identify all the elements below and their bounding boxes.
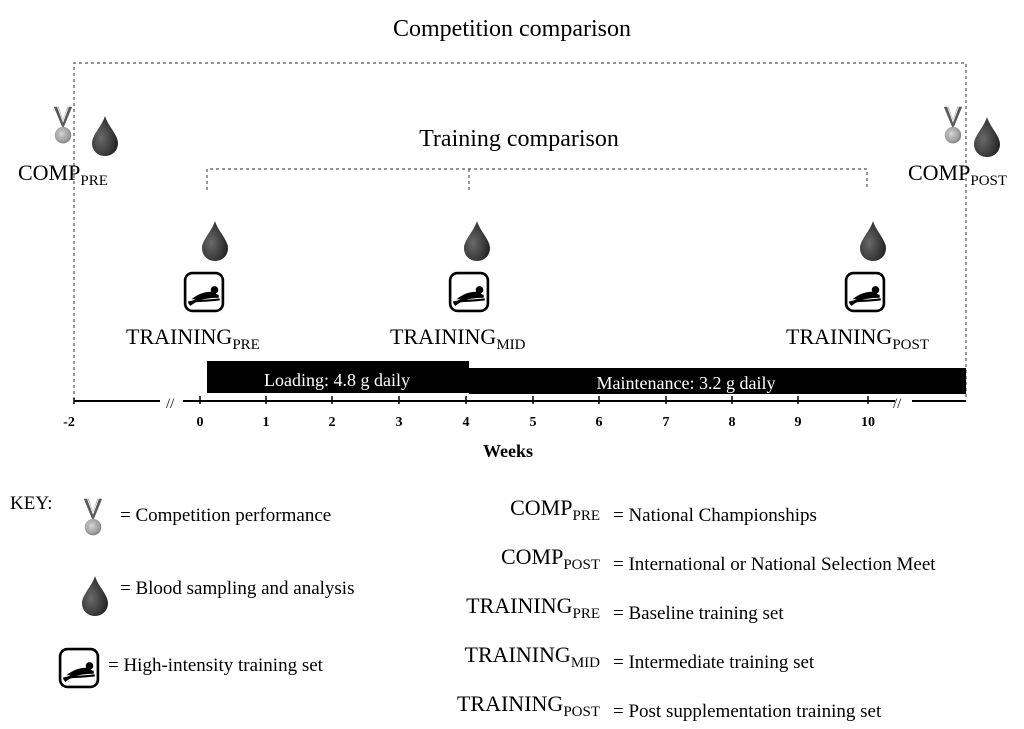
tick-label: 9 [795, 415, 802, 430]
comp-pre-label: COMPPRE [18, 160, 108, 189]
training-post-blood-drop-icon [860, 221, 886, 261]
definition-term: TRAININGPOST [457, 691, 600, 720]
definition-term: COMPPRE [510, 495, 600, 524]
tick-label: 7 [663, 415, 670, 430]
definitions-list: COMPPRE = National Championships COMPPOS… [457, 495, 936, 722]
competition-bracket [73, 62, 967, 400]
key-item-label: = Blood sampling and analysis [120, 578, 354, 599]
key-blood-drop-icon [82, 576, 108, 616]
key-swimmer-icon [58, 647, 100, 689]
tick-label: 1 [263, 415, 270, 430]
comp-post-medal-icon [943, 106, 963, 144]
tick-label: 4 [463, 415, 470, 430]
training-comparison-title: Training comparison [419, 126, 619, 152]
training-mid-blood-drop-icon [464, 221, 490, 261]
training-mid-label: TRAININGMID [390, 324, 526, 353]
axis-tick-labels: -2 0 1 2 3 4 5 6 7 8 9 10 [63, 415, 875, 430]
training-mid-swimmer-icon [448, 271, 490, 313]
key-item-label: = High-intensity training set [108, 655, 324, 676]
maintenance-bar-label: Maintenance: 3.2 g daily [597, 373, 776, 393]
definition-text: = Baseline training set [613, 603, 784, 624]
key-medal-icon [83, 498, 103, 536]
tick-label: -2 [63, 415, 75, 430]
loading-bar [207, 361, 469, 393]
definition-term: COMPPOST [501, 544, 600, 573]
tick-label: 8 [729, 415, 736, 430]
tick-label: 3 [396, 415, 403, 430]
tick-label: 10 [861, 415, 875, 430]
training-pre-blood-drop-icon [202, 221, 228, 261]
comp-post-label: COMPPOST [908, 160, 1007, 189]
definition-text: = International or National Selection Me… [613, 554, 936, 575]
axis-break-right: // [893, 396, 902, 412]
tick-label: 2 [329, 415, 336, 430]
maintenance-bar [469, 368, 966, 394]
definition-term: TRAININGPRE [466, 593, 600, 622]
comp-pre-blood-drop-icon [92, 116, 118, 156]
loading-bar-label: Loading: 4.8 g daily [264, 370, 410, 390]
training-post-swimmer-icon [844, 271, 886, 313]
definition-text: = Intermediate training set [613, 652, 815, 673]
key-item-label: = Competition performance [120, 505, 331, 526]
definition-text: = Post supplementation training set [613, 701, 882, 722]
definition-term: TRAININGMID [465, 642, 601, 671]
tick-label: 6 [596, 415, 603, 430]
training-post-label: TRAININGPOST [786, 324, 929, 353]
axis-break-left: // [166, 396, 175, 412]
training-pre-swimmer-icon [183, 271, 225, 313]
axis-tick-marks [73, 396, 869, 404]
comp-pre-medal-icon [53, 106, 73, 144]
diagram-title: Competition comparison [393, 16, 631, 42]
tick-label: 5 [530, 415, 537, 430]
tick-label: 0 [197, 415, 204, 430]
axis-label: Weeks [483, 441, 533, 461]
definition-text: = National Championships [613, 505, 817, 526]
comp-post-blood-drop-icon [974, 117, 1000, 157]
key-label: KEY: [10, 493, 53, 514]
training-pre-label: TRAININGPRE [126, 324, 260, 353]
training-bracket [206, 168, 868, 190]
